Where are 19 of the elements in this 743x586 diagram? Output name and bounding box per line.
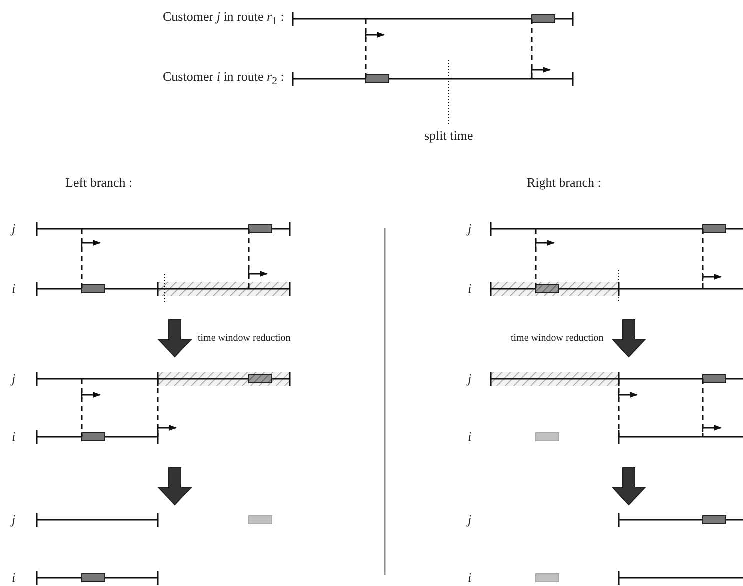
row-label: j — [468, 221, 472, 237]
row-label: i — [468, 570, 472, 586]
row-label: i — [12, 570, 16, 586]
row-label: i — [12, 429, 16, 445]
row-label: Customer i in route r$_{2}$ : — [163, 68, 284, 90]
row-label: j — [12, 512, 16, 528]
step-caption: time window reduction — [511, 332, 604, 346]
branch-heading: Right branch : — [527, 175, 602, 191]
step-caption: time window reduction — [198, 332, 291, 346]
row-label: i — [12, 281, 16, 297]
row-label: j — [12, 221, 16, 237]
branch-heading: Left branch : — [66, 175, 133, 191]
row-label: i — [468, 429, 472, 445]
axis-caption: split time — [424, 128, 474, 144]
row-label: j — [12, 371, 16, 387]
row-label: j — [468, 512, 472, 528]
row-label: j — [468, 371, 472, 387]
row-label: i — [468, 281, 472, 297]
row-label: Customer j in route r$_{1}$ : — [163, 8, 284, 30]
